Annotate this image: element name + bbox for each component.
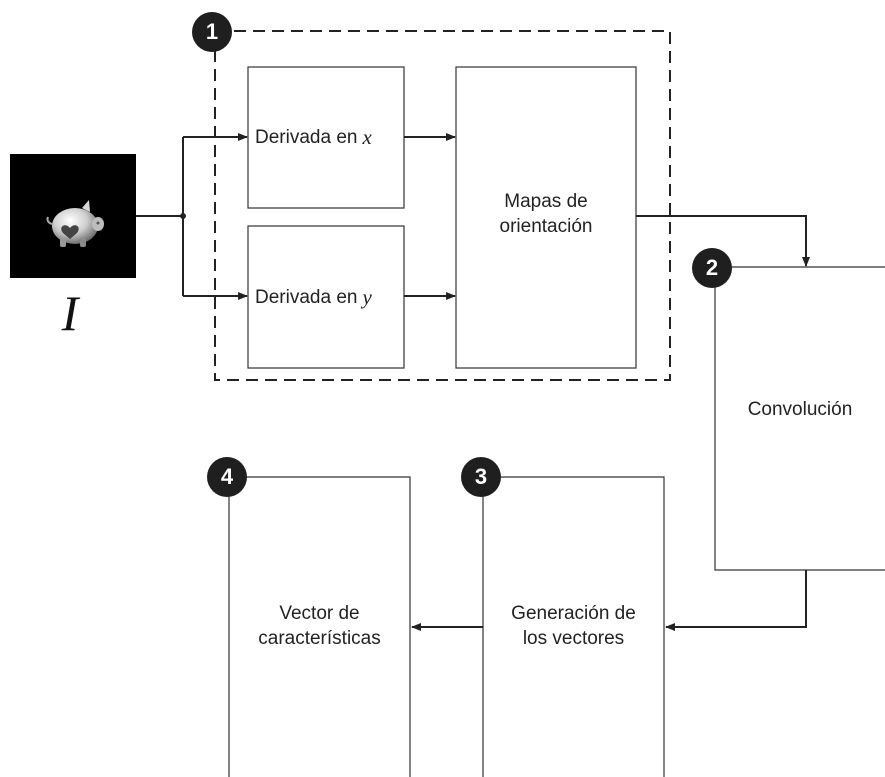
piggy-bank-icon — [46, 200, 104, 247]
derivative-y-text: Derivada en — [255, 286, 358, 308]
arrow-maps-to-convolution — [636, 215, 810, 267]
orientation-maps-box — [455, 66, 637, 369]
connectors — [136, 133, 810, 631]
derivative-x-box — [247, 66, 405, 209]
input-image — [10, 154, 136, 278]
convolution-box — [714, 266, 885, 571]
stage-3-badge: 3 — [461, 457, 501, 497]
stage-1-group-border — [214, 30, 671, 381]
feature-vector-label: Vector de características — [258, 603, 381, 649]
derivative-x-variable: x — [362, 125, 372, 150]
derivative-y-box — [247, 225, 405, 369]
stage-4-badge: 4 — [207, 457, 247, 497]
derivative-x-text: Derivada en — [255, 126, 358, 148]
input-image-label: I — [61, 285, 79, 341]
stage-2-badge: 2 — [692, 248, 732, 288]
feature-vector-box — [228, 476, 411, 777]
derivative-y-variable: y — [362, 285, 372, 310]
arrow-convolution-to-generation — [665, 570, 807, 631]
stage-1-badge: 1 — [192, 12, 232, 52]
vector-generation-label: Generación de los vectores — [511, 603, 636, 649]
orientation-maps-label: Mapas de orientación — [499, 191, 593, 237]
convolution-label: Convolución — [747, 398, 853, 420]
